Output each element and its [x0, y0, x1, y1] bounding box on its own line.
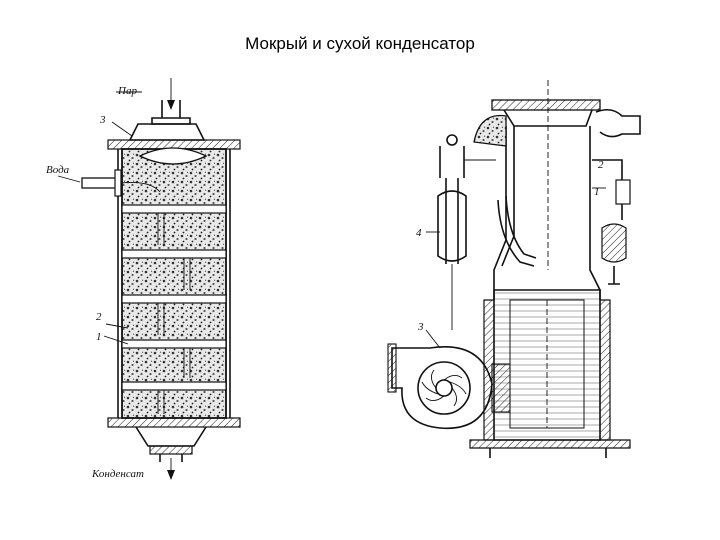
label-steam: Пар	[117, 85, 137, 97]
overflow-pipes	[157, 213, 191, 414]
inner-pipe	[497, 199, 535, 267]
top-dome	[128, 123, 206, 141]
label-water: Вода	[46, 164, 70, 176]
base-plate	[469, 439, 631, 449]
dry-condenser: 2 1 4 3	[387, 80, 641, 458]
spray-distributor	[138, 147, 208, 165]
wet-leader-lines	[57, 91, 142, 345]
valve-assembly	[437, 134, 496, 330]
condensate-outlet	[135, 426, 207, 480]
label-dry-2: 2	[598, 159, 604, 171]
page-title: Мокрый и сухой конденсатор	[245, 34, 475, 53]
body-left-wall	[493, 126, 507, 300]
condenser-shell	[121, 148, 227, 419]
label-dry-4: 4	[416, 227, 422, 239]
label-wet-1: 1	[96, 331, 102, 343]
label-dry-3: 3	[417, 321, 424, 333]
body-right-wall	[589, 126, 601, 300]
water-inlet	[81, 169, 161, 197]
steam-inlet	[151, 78, 191, 125]
label-condensate: Конденсат	[91, 468, 144, 480]
label-wet-3: 3	[99, 114, 106, 126]
pump-impeller-housing	[417, 361, 471, 415]
dry-leader-lines	[425, 159, 612, 349]
trays	[121, 204, 227, 391]
pump-impeller	[421, 369, 467, 407]
label-dry-1: 1	[594, 186, 600, 198]
level-gauge	[592, 159, 631, 285]
centrifugal-pump	[387, 343, 511, 430]
wet-condenser: Пар 3 Вода 2 1 Конденсат	[46, 78, 241, 480]
top-inlet-flange	[491, 80, 641, 270]
label-wet-2: 2	[96, 311, 102, 323]
inlet-elbow	[473, 114, 507, 147]
bottom-flange	[107, 417, 241, 428]
